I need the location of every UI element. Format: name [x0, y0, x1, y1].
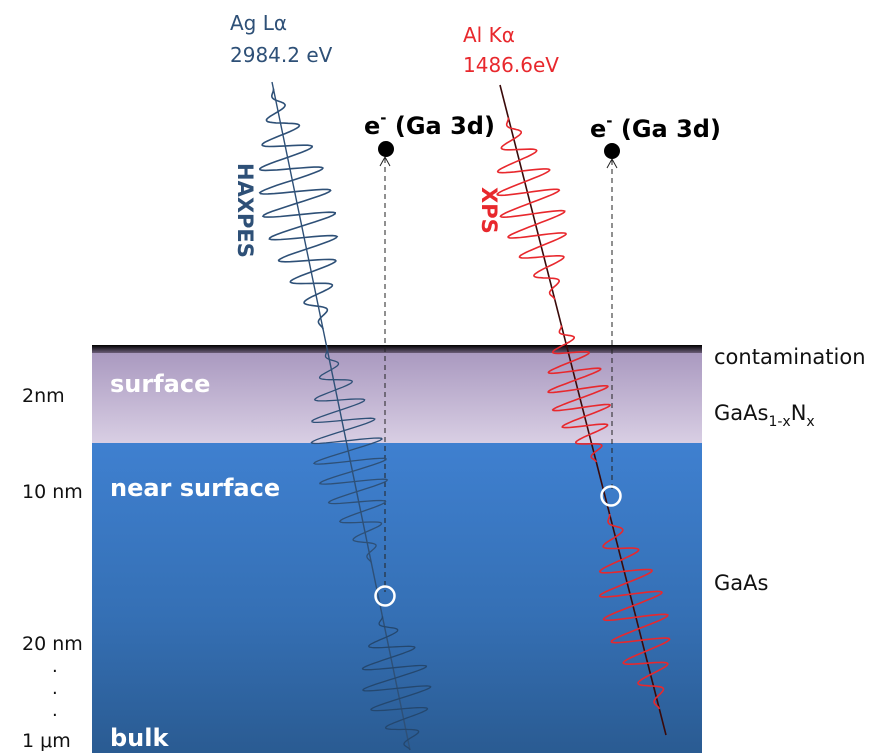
haxpes-wave-packet	[258, 88, 339, 330]
electron-dot-left	[378, 141, 394, 157]
depth-dot: .	[52, 678, 58, 699]
arrowhead-left	[379, 155, 391, 167]
near-surface-region-label: near surface	[110, 474, 280, 502]
depth-dot: .	[52, 700, 58, 721]
gaasn-label: GaAs1-xNx	[714, 401, 815, 430]
depth-2nm: 2nm	[22, 385, 65, 407]
al-line-label: Al Kα	[463, 23, 515, 47]
depth-1um: 1 μm	[22, 730, 71, 752]
gaas-label: GaAs	[714, 571, 768, 595]
contamination-layer	[92, 345, 702, 353]
ag-line-label: Ag Lα	[230, 11, 287, 35]
ag-beam-axis	[271, 81, 411, 751]
emission-point-haxpes	[374, 585, 396, 607]
emission-point-xps	[600, 485, 622, 507]
xps-wave-packet	[496, 117, 568, 300]
depth-dot: .	[52, 656, 58, 677]
depth-10nm: 10 nm	[22, 481, 83, 503]
electron-dot-right	[604, 143, 620, 159]
haxpes-label: HAXPES	[233, 163, 257, 258]
electron-label-right: e- (Ga 3d)	[590, 112, 721, 143]
haxpes-wave-packet	[361, 616, 432, 751]
al-beam-axis	[499, 84, 667, 736]
bulk-region-label: bulk	[110, 724, 169, 752]
electron-label-left: e- (Ga 3d)	[364, 109, 495, 140]
contamination-label: contamination	[714, 345, 866, 369]
al-energy-label: 1486.6eV	[463, 53, 559, 77]
xps-wave-packet	[547, 325, 611, 463]
ag-energy-label: 2984.2 eV	[230, 43, 333, 67]
surface-layer	[92, 346, 702, 444]
surface-region-label: surface	[110, 370, 210, 398]
depth-20nm: 20 nm	[22, 633, 83, 655]
xps-wave-packet	[598, 513, 671, 710]
haxpes-wave-packet	[310, 349, 389, 564]
